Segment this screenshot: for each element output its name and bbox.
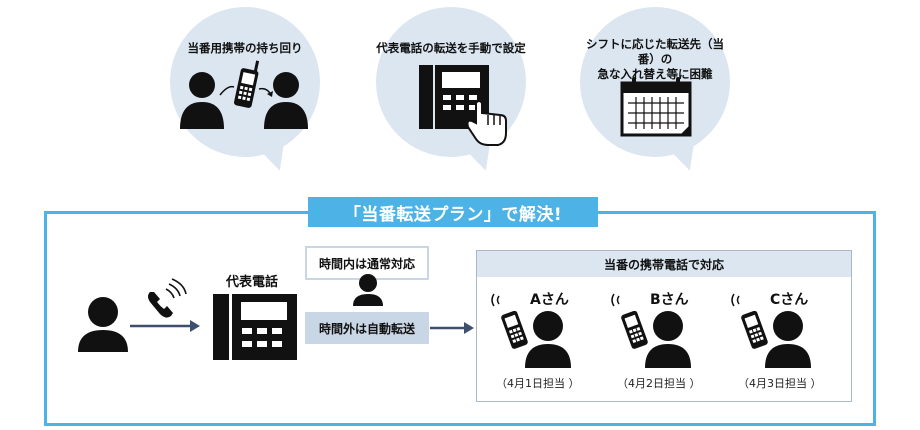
person-icon [78, 297, 128, 352]
bubble-text-shift-change: シフトに応じた転送先（当番）の 急な入れ替え等に困難 [586, 37, 724, 81]
staff-name-a: Aさん [530, 292, 569, 308]
staff-name-c: Cさん [770, 292, 809, 308]
duty-panel-title: 当番の携帯電話で対応 [477, 251, 851, 277]
mobile-phone-icon [234, 60, 260, 108]
person-icon [264, 72, 308, 129]
staff-c-icon [731, 293, 811, 368]
staff-date-b: （4月2日担当 ） [617, 377, 701, 390]
staff-a-icon [491, 293, 571, 368]
rotation-illustration [180, 60, 308, 129]
calendar-illustration [620, 77, 692, 137]
person-icon [353, 274, 383, 306]
out-hours-box: 時間外は自動転送 [305, 312, 429, 344]
thought-bubble-manual-forward: 代表電話の転送を手動で設定 [376, 7, 526, 157]
bubble-text-rotation: 当番用携帯の持ち回り [187, 41, 303, 55]
pointing-hand-icon [466, 100, 507, 146]
ringing-handset-icon [148, 278, 187, 318]
arrow-icon [219, 85, 235, 96]
staff-date-a: （4月1日担当 ） [496, 377, 580, 390]
solution-banner: 「当番転送プラン」で解決! [308, 197, 598, 227]
person-icon [765, 311, 811, 368]
person-icon [645, 311, 691, 368]
person-icon [180, 72, 224, 129]
manual-forward-illustration [419, 65, 507, 146]
person-icon [525, 311, 571, 368]
staff-b-icon [611, 293, 691, 368]
mobile-phone-icon [741, 310, 768, 349]
mobile-phone-icon [501, 310, 528, 349]
staff-date-c: （4月3日担当 ） [738, 377, 822, 390]
bubble-text-manual-forward: 代表電話の転送を手動で設定 [376, 41, 526, 55]
thought-bubble-shift-change: シフトに応じた転送先（当番）の 急な入れ替え等に困難 [580, 7, 730, 157]
thought-bubble-rotation: 当番用携帯の持ち回り [170, 7, 320, 157]
mobile-phone-icon [621, 310, 648, 349]
calendar-icon [620, 77, 692, 137]
arrow-icon [130, 320, 200, 332]
staff-name-b: Bさん [650, 292, 689, 308]
main-phone-label: 代表電話 [226, 275, 279, 290]
arrow-icon [430, 322, 474, 334]
desk-phone-icon [213, 294, 297, 360]
